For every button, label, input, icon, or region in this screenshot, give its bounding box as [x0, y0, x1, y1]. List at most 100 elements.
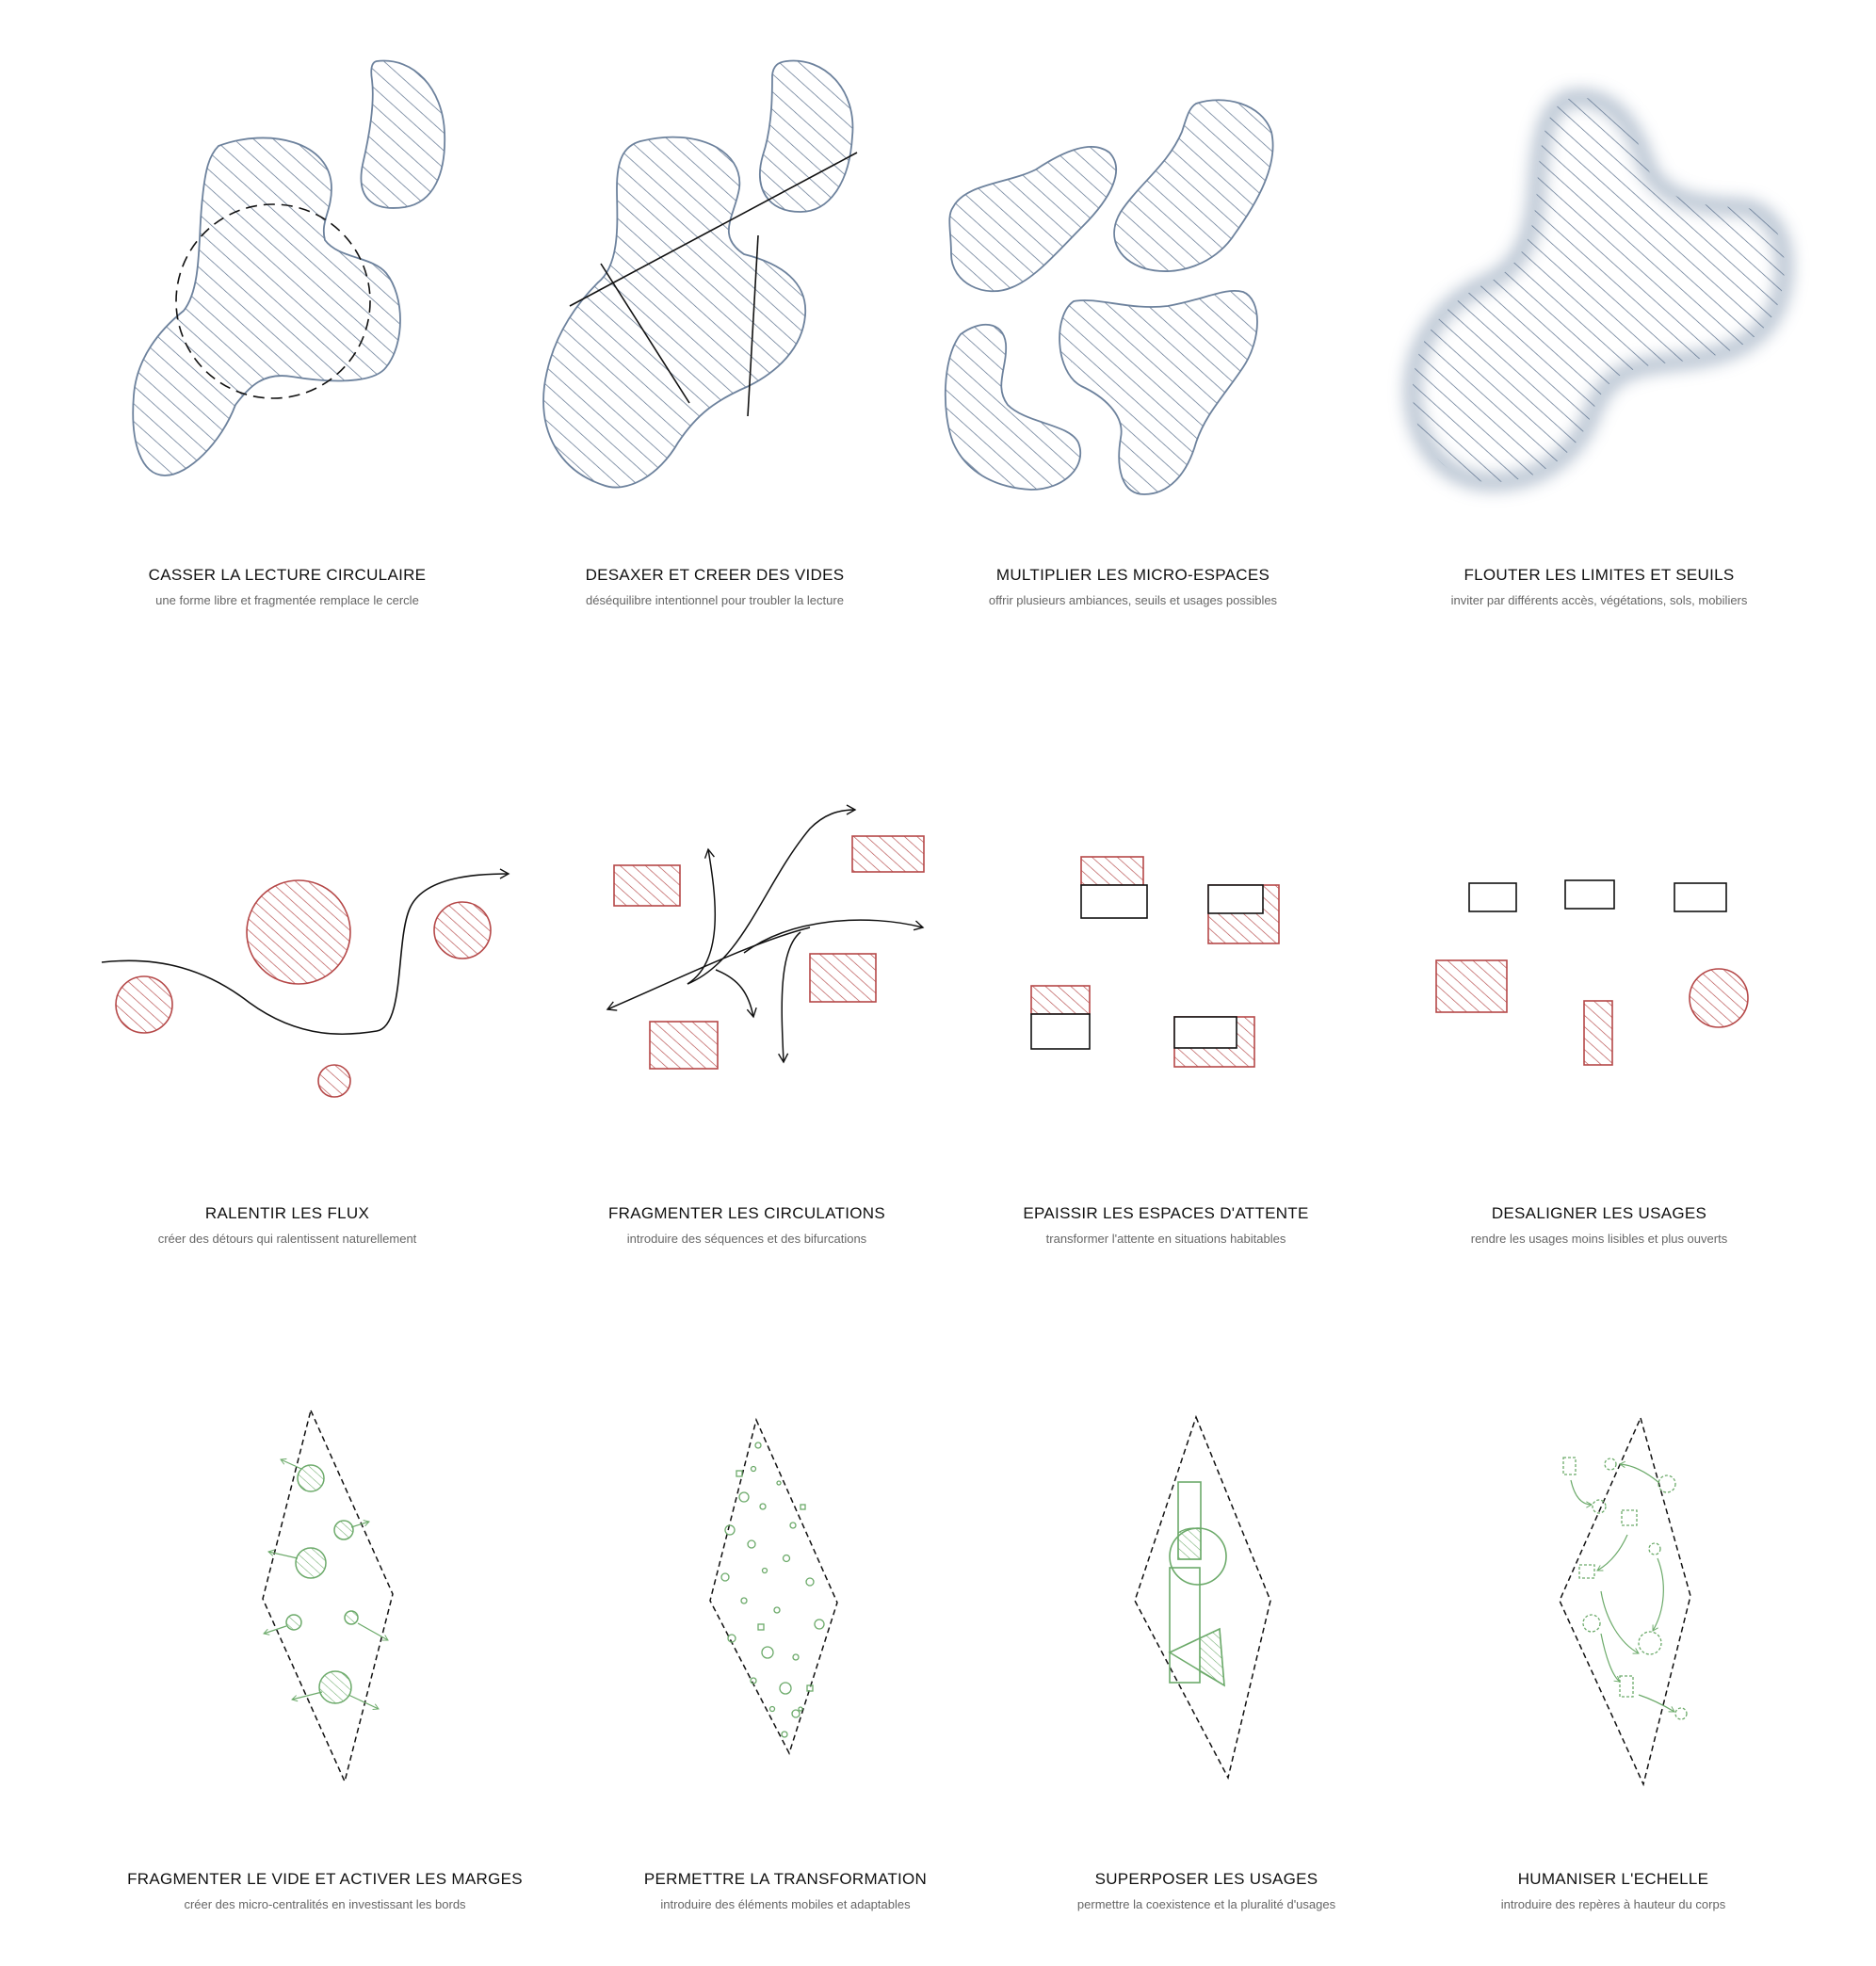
block-2: [851, 835, 925, 873]
branch-left: [606, 927, 811, 1011]
panel-title: FRAGMENTER LE VIDE ET ACTIVER LES MARGES: [127, 1870, 523, 1888]
panel-break-circular-drawing: [132, 59, 446, 476]
box-a: [1468, 882, 1517, 912]
panel-flouter-drawing: [1405, 90, 1791, 490]
panel-subtitle: déséquilibre intentionnel pour troubler …: [586, 593, 844, 607]
panel-transformation-drawing: [709, 1417, 838, 1755]
caption-ralentir: RALENTIR LES FLUX créer des détours qui …: [71, 1203, 504, 1249]
panel-humaniser-drawing: [1559, 1415, 1691, 1787]
caption-humaniser: HUMANISER L'ECHELLE introduire des repèr…: [1397, 1869, 1830, 1914]
panel-subtitle: transformer l'attente en situations habi…: [1045, 1232, 1286, 1246]
body-scale-markers: [1562, 1457, 1688, 1720]
blob-small: [759, 59, 854, 213]
usage-circle: [1689, 968, 1749, 1028]
panel-subtitle: rendre les usages moins lisibles et plus…: [1470, 1232, 1728, 1246]
panel-title: DESAXER ET CREER DES VIDES: [585, 566, 845, 584]
caption-micro-espaces: MULTIPLIER LES MICRO-ESPACES offrir plus…: [916, 565, 1350, 610]
panel-subtitle: introduire des repères à hauteur du corp…: [1500, 1897, 1726, 1911]
box-b: [1564, 879, 1615, 910]
panel-title: DESALIGNER LES USAGES: [1491, 1204, 1707, 1222]
caption-epaissir: EPAISSIR LES ESPACES D'ATTENTE transform…: [949, 1203, 1383, 1249]
blurred-form: [1412, 97, 1785, 483]
usage-rect: [1435, 959, 1508, 1013]
panel-title: FLOUTER LES LIMITES ET SEUILS: [1464, 566, 1735, 584]
box-1: [1080, 884, 1148, 919]
margin-arrow: [348, 1694, 380, 1710]
dashed-circle: [175, 203, 371, 399]
panel-subtitle: créer des micro-centralités en investiss…: [184, 1897, 466, 1911]
panel-title: FRAGMENTER LES CIRCULATIONS: [608, 1204, 885, 1222]
micro-centrality: [295, 1547, 327, 1579]
micro-blob-3: [944, 323, 1081, 491]
micro-centrality: [318, 1670, 352, 1704]
diamond-outline: [1559, 1415, 1691, 1787]
block-3: [809, 953, 877, 1003]
micro-blob-1: [948, 146, 1118, 293]
flow-arrow: [101, 868, 510, 1036]
obstacle-right: [433, 901, 492, 959]
panel-superposer-drawing: [1134, 1414, 1271, 1781]
diamond-outline: [1134, 1414, 1271, 1781]
panel-micro-espaces-drawing: [944, 99, 1274, 495]
box-3: [1030, 1013, 1091, 1050]
branch-up: [687, 847, 716, 985]
panel-ralentir-drawing: [101, 868, 510, 1098]
diamond-outline: [709, 1417, 838, 1755]
box-2: [1207, 884, 1264, 914]
panel-fragmenter-circulations-drawing: [606, 804, 925, 1070]
branch-downmid: [715, 969, 757, 1019]
caption-desaxer: DESAXER ET CREER DES VIDES déséquilibre …: [498, 565, 931, 610]
caption-transformation: PERMETTRE LA TRANSFORMATION introduire d…: [569, 1869, 1002, 1914]
margin-arrow: [357, 1622, 389, 1641]
blob-main: [542, 136, 806, 489]
panel-fragmenter-vide-drawing: [262, 1408, 394, 1784]
box-c: [1674, 882, 1727, 912]
waiting-zone-1: [1080, 856, 1144, 886]
block-1: [613, 864, 681, 907]
branch-right: [743, 919, 925, 954]
panel-title: EPAISSIR LES ESPACES D'ATTENTE: [1023, 1204, 1309, 1222]
panel-subtitle: permettre la coexistence et la pluralité…: [1076, 1897, 1336, 1911]
panel-subtitle: créer des détours qui ralentissent natur…: [157, 1232, 417, 1246]
waiting-zone-3: [1030, 985, 1091, 1015]
obstacle-left: [115, 975, 173, 1034]
caption-fragmenter-vide: FRAGMENTER LE VIDE ET ACTIVER LES MARGES…: [108, 1869, 542, 1914]
diamond-outline: [262, 1408, 394, 1784]
margin-arrow: [267, 1549, 299, 1559]
panel-title: HUMANISER L'ECHELLE: [1517, 1870, 1709, 1888]
mobile-elements: [720, 1442, 825, 1738]
margin-arrow: [350, 1520, 370, 1528]
obstacle-large: [246, 879, 351, 985]
panel-subtitle: introduire des éléments mobiles et adapt…: [660, 1897, 911, 1911]
margin-arrow: [280, 1458, 302, 1470]
caption-superposer: SUPERPOSER LES USAGES permettre la coexi…: [990, 1869, 1423, 1914]
marker-link: [1619, 1460, 1660, 1484]
axis-line-3: [747, 234, 759, 417]
caption-flouter: FLOUTER LES LIMITES ET SEUILS inviter pa…: [1383, 565, 1816, 610]
panel-epaissir-drawing: [1030, 856, 1280, 1068]
micro-centrality: [285, 1614, 302, 1631]
marker-link: [1600, 1590, 1640, 1654]
free-form-blob: [132, 137, 401, 476]
micro-blob-2: [1113, 99, 1274, 272]
margin-arrow: [263, 1625, 287, 1636]
free-form-blob-small: [360, 59, 446, 209]
panel-subtitle: introduire des séquences et des bifurcat…: [626, 1232, 867, 1246]
micro-centrality: [344, 1610, 359, 1625]
panel-desaxer-drawing: [542, 59, 858, 489]
branch-down: [778, 931, 801, 1064]
caption-casser: CASSER LA LECTURE CIRCULAIRE une forme l…: [71, 565, 504, 610]
marker-link: [1596, 1534, 1628, 1571]
overlap-triangle: [1199, 1628, 1225, 1687]
axis-line-2: [600, 263, 690, 404]
usage-strip-bottom: [1169, 1567, 1201, 1684]
panel-subtitle: une forme libre et fragmentée remplace l…: [155, 593, 419, 607]
panel-title: SUPERPOSER LES USAGES: [1094, 1870, 1318, 1888]
micro-centrality: [297, 1464, 325, 1492]
marker-link: [1652, 1557, 1664, 1632]
overlap-zone: [1177, 1527, 1202, 1560]
micro-blob-4: [1059, 290, 1258, 495]
panel-desaligner-drawing: [1435, 879, 1749, 1066]
block-4: [649, 1021, 719, 1070]
